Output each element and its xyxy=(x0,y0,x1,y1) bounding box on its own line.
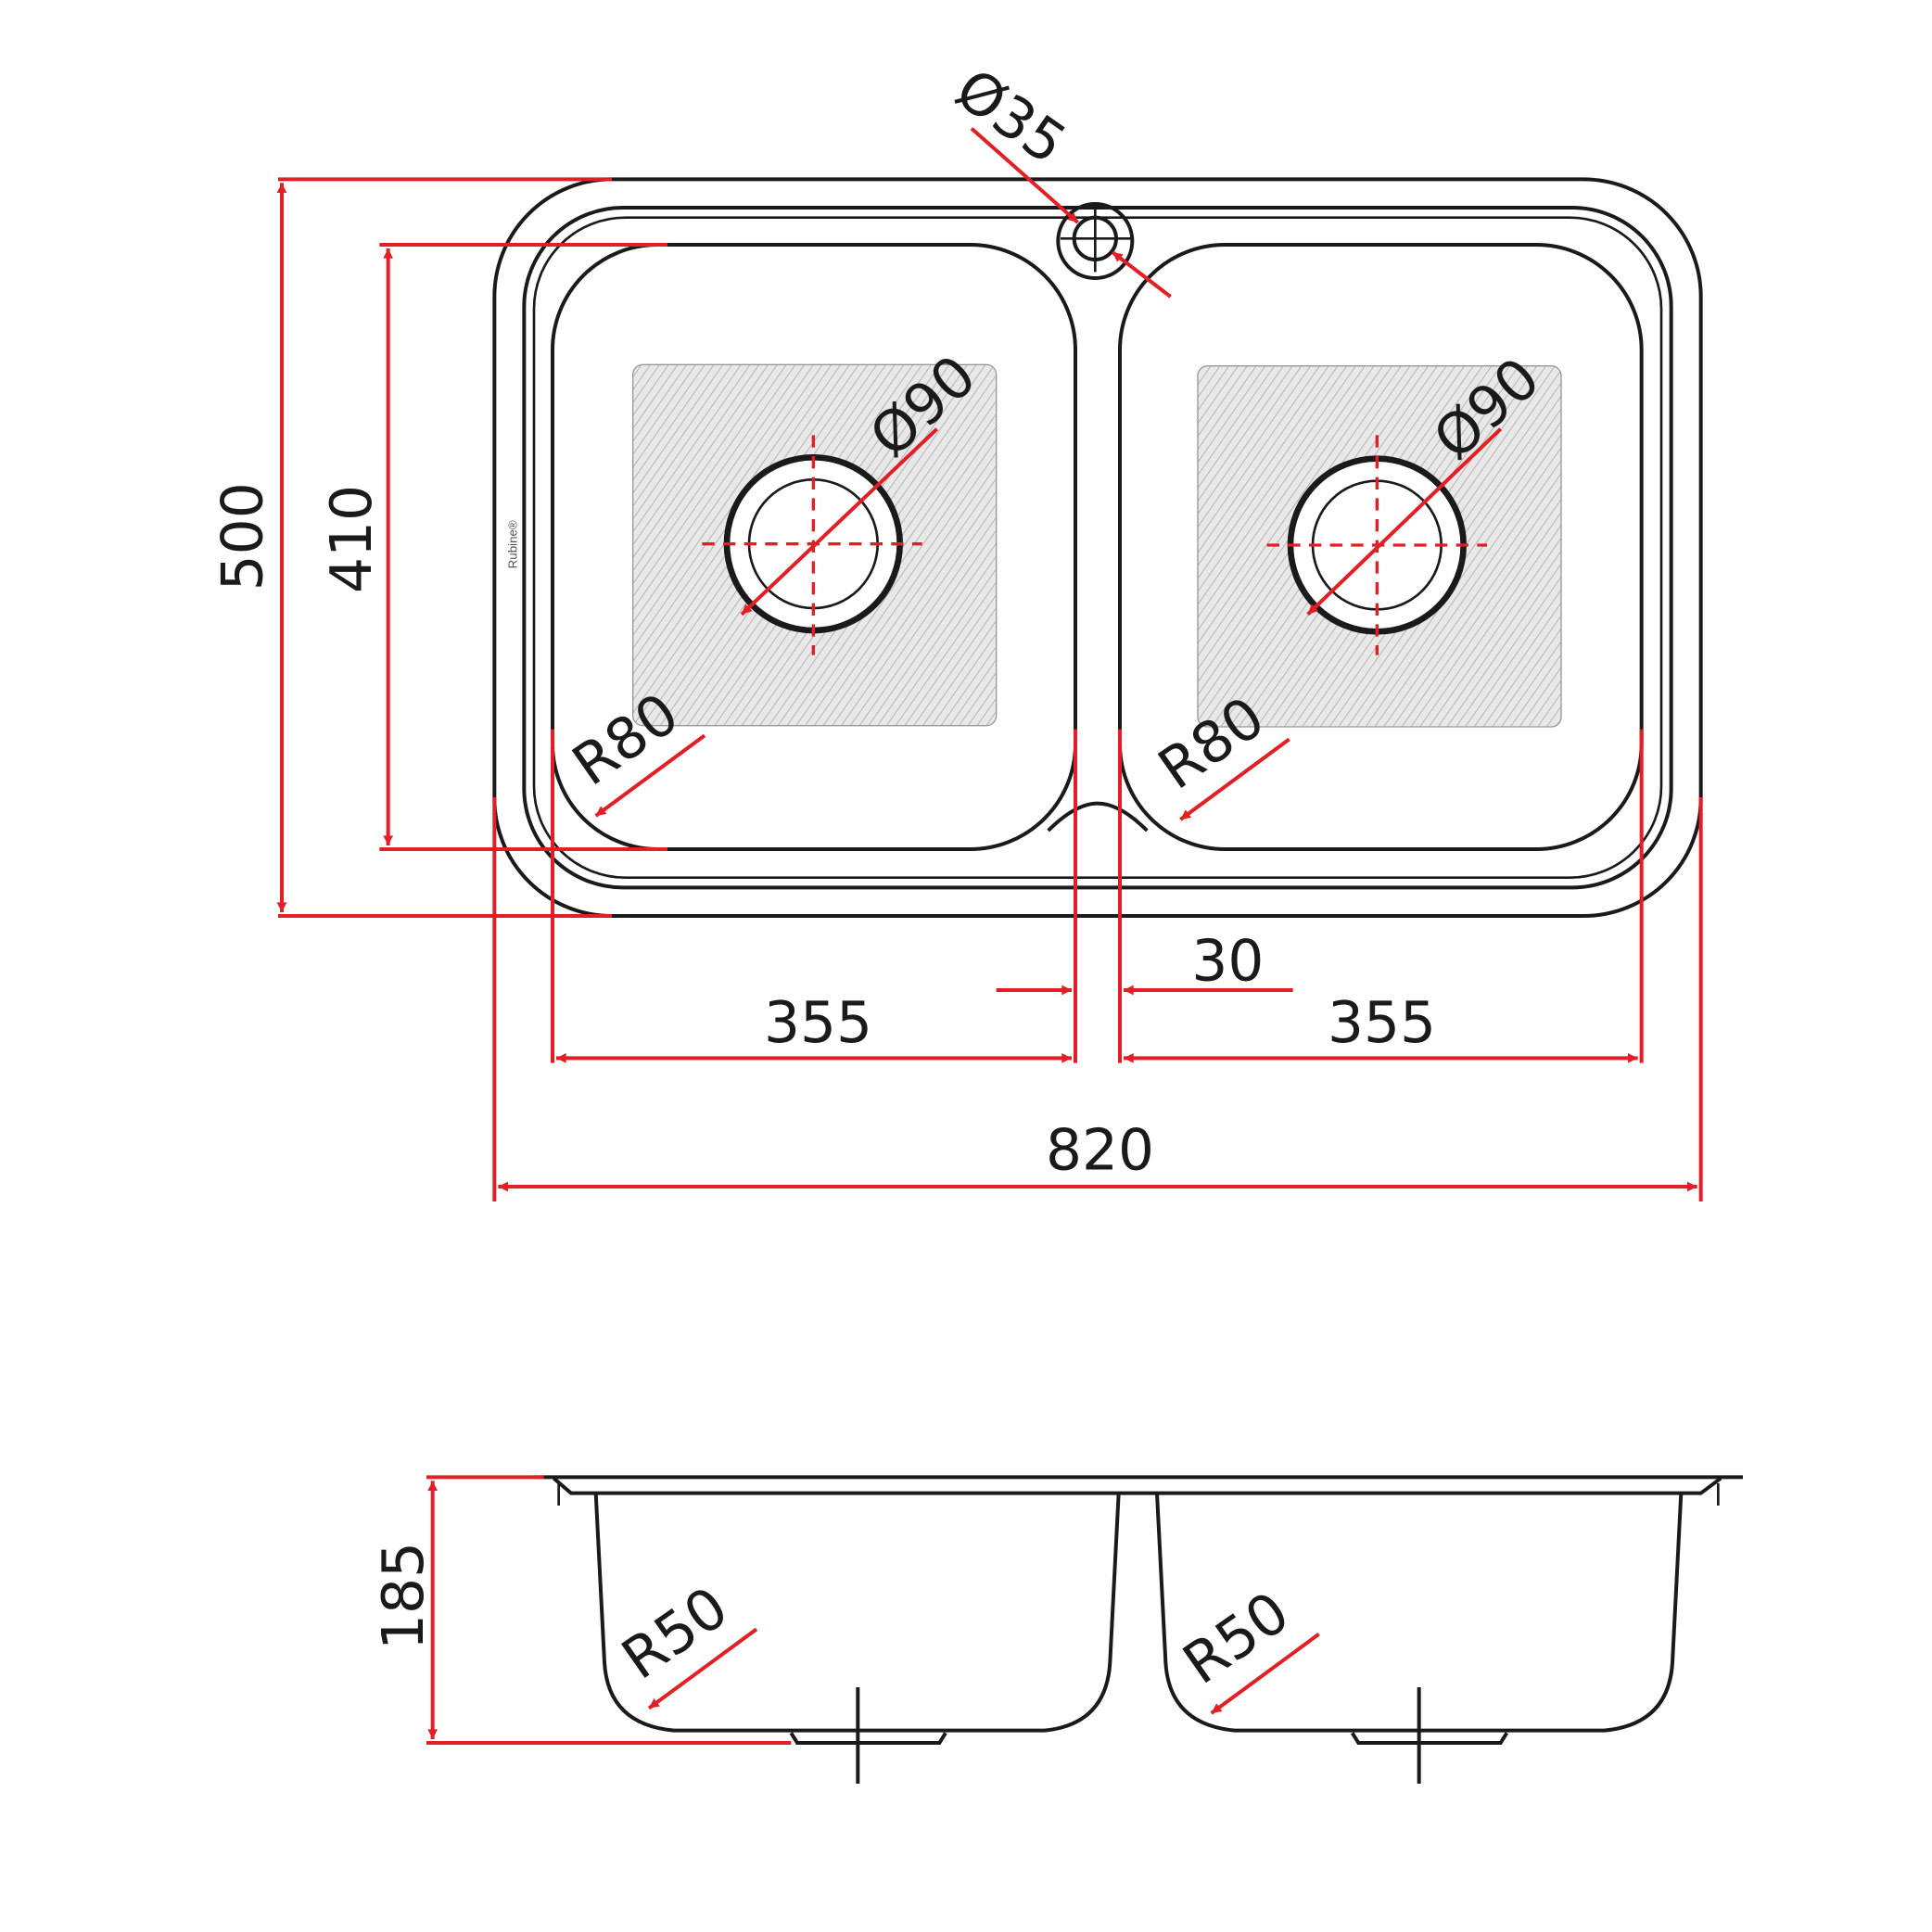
right-bowl xyxy=(1118,243,1644,851)
bowl-height-label: 185 xyxy=(371,1542,437,1650)
left-bowl xyxy=(551,243,1077,851)
tap-hole-boss xyxy=(1056,202,1135,280)
bowl-depth-label: 410 xyxy=(319,485,385,593)
brand-logo: Rubine® xyxy=(505,520,519,568)
divider-width-label: 30 xyxy=(1191,928,1264,994)
tap-hole-label: Ø35 xyxy=(944,57,1077,178)
overall-width-label: 820 xyxy=(1046,1117,1154,1183)
overall-depth-label: 500 xyxy=(210,482,276,591)
outer-rim xyxy=(492,177,1703,918)
right-bottom-radius-label: R50 xyxy=(1172,1580,1302,1697)
left-bottom-radius-label: R50 xyxy=(611,1574,741,1692)
side-view: 185 R50 R50 xyxy=(371,1475,1743,1784)
left-bowl-width-label: 355 xyxy=(764,990,872,1056)
right-bowl-width-label: 355 xyxy=(1328,990,1436,1056)
top-view: Rubine® Ø90 Ø90 Ø35 R80 R80 500 410 xyxy=(210,57,1703,1201)
divider-bridge xyxy=(1047,801,1149,833)
rim-inner-1 xyxy=(522,206,1673,890)
